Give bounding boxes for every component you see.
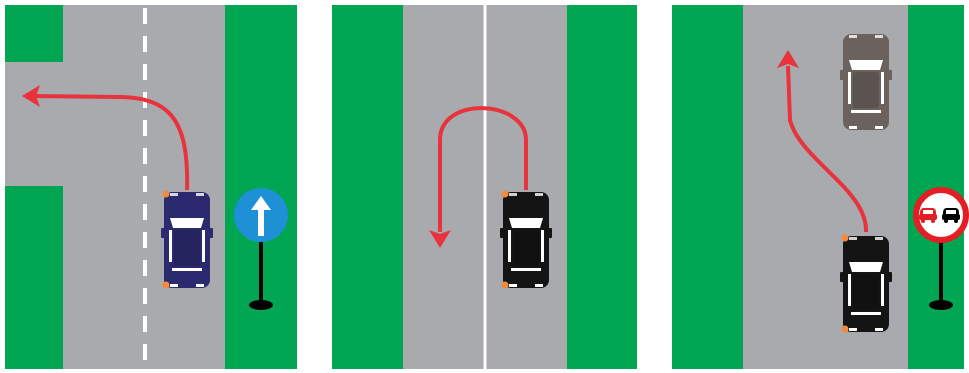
turn-indicator: [502, 191, 509, 198]
turn-indicator: [842, 235, 849, 242]
panel-overtaking: [672, 5, 966, 369]
gray-car-ahead: [840, 34, 892, 130]
side-road: [5, 62, 65, 186]
turn-indicator: [842, 326, 849, 333]
black-car: [500, 191, 552, 289]
panel-u-turn: [332, 5, 637, 369]
panel-left-turn: [5, 5, 297, 369]
black-car: [840, 235, 892, 333]
turn-indicator: [502, 282, 509, 289]
turn-indicator: [163, 282, 170, 289]
blue-car: [161, 191, 213, 289]
turn-indicator: [163, 191, 170, 198]
